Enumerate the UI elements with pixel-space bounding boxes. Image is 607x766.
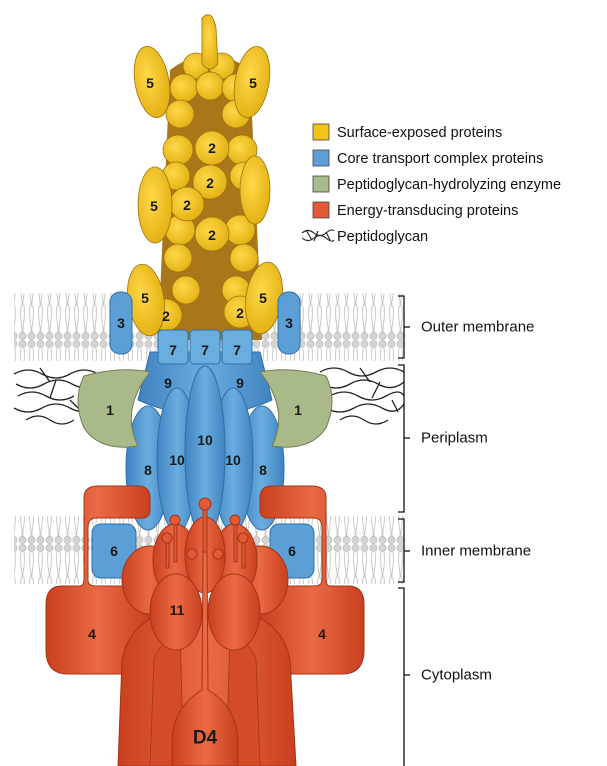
protein-7-label-c: 7 bbox=[233, 342, 241, 358]
legend-label-enzyme: Peptidoglycan-hydrolyzing enzyme bbox=[337, 177, 561, 193]
region-label-periplasm: Periplasm bbox=[421, 430, 488, 447]
protein-1-label-left: 1 bbox=[106, 402, 114, 418]
protein-5-label-low-right: 5 bbox=[259, 290, 267, 306]
protein-3-right: 3 bbox=[278, 292, 300, 354]
protein-5-label-top-left: 5 bbox=[146, 75, 154, 91]
protein-10-label-center: 10 bbox=[197, 432, 213, 448]
protein-8-label-right: 8 bbox=[259, 462, 267, 478]
protein-9-label-left: 9 bbox=[164, 375, 172, 391]
protein-2-label-c: 2 bbox=[183, 197, 191, 213]
legend-swatch-core bbox=[313, 150, 329, 166]
region-label-outer-membrane: Outer membrane bbox=[421, 319, 534, 336]
d4-label: D4 bbox=[193, 728, 218, 749]
region-label-cytoplasm: Cytoplasm bbox=[421, 667, 492, 684]
protein-2-label-e: 2 bbox=[162, 308, 170, 324]
surface-pilus: 5 5 5 5 5 2 2 2 2 2 2 bbox=[123, 15, 287, 340]
protein-5-label-top-right: 5 bbox=[249, 75, 257, 91]
protein-11-label: 11 bbox=[170, 602, 185, 618]
peptidoglycan-strands-icon bbox=[302, 230, 334, 241]
legend-swatch-energy bbox=[313, 202, 329, 218]
protein-3-label-right: 3 bbox=[285, 315, 293, 331]
legend-swatch-enzyme bbox=[313, 176, 329, 192]
protein-9-label-right: 9 bbox=[236, 375, 244, 391]
legend-label-core: Core transport complex proteins bbox=[337, 151, 543, 167]
protein-4-label-left: 4 bbox=[88, 626, 96, 642]
protein-2-label-d: 2 bbox=[208, 227, 216, 243]
protein-2-label-a: 2 bbox=[208, 140, 216, 156]
protein-5-label-mid: 5 bbox=[150, 198, 158, 214]
protein-10-label-left: 10 bbox=[169, 452, 185, 468]
legend-label-surface: Surface-exposed proteins bbox=[337, 125, 502, 141]
protein-7-label-a: 7 bbox=[169, 342, 177, 358]
protein-3-left: 3 bbox=[110, 292, 132, 354]
legend-swatch-surface bbox=[313, 124, 329, 140]
legend-label-energy: Energy-transducing proteins bbox=[337, 203, 518, 219]
peptidoglycan-right bbox=[320, 368, 404, 424]
region-label-inner-membrane: Inner membrane bbox=[421, 543, 531, 560]
protein-3-label-left: 3 bbox=[117, 315, 125, 331]
protein-2-label-f: 2 bbox=[236, 305, 244, 321]
protein-10-label-right: 10 bbox=[225, 452, 241, 468]
protein-7-label-b: 7 bbox=[201, 342, 209, 358]
protein-6-label-left: 6 bbox=[110, 543, 118, 559]
protein-4-label-right: 4 bbox=[318, 626, 326, 642]
protein-1-label-right: 1 bbox=[294, 402, 302, 418]
protein-5-label-low-left: 5 bbox=[141, 290, 149, 306]
legend: Surface-exposed proteins Core transport … bbox=[302, 124, 561, 245]
protein-8-label-left: 8 bbox=[144, 462, 152, 478]
protein-2-label-b: 2 bbox=[206, 175, 214, 191]
legend-label-peptidoglycan: Peptidoglycan bbox=[337, 229, 428, 245]
protein-6-label-right: 6 bbox=[288, 543, 296, 559]
